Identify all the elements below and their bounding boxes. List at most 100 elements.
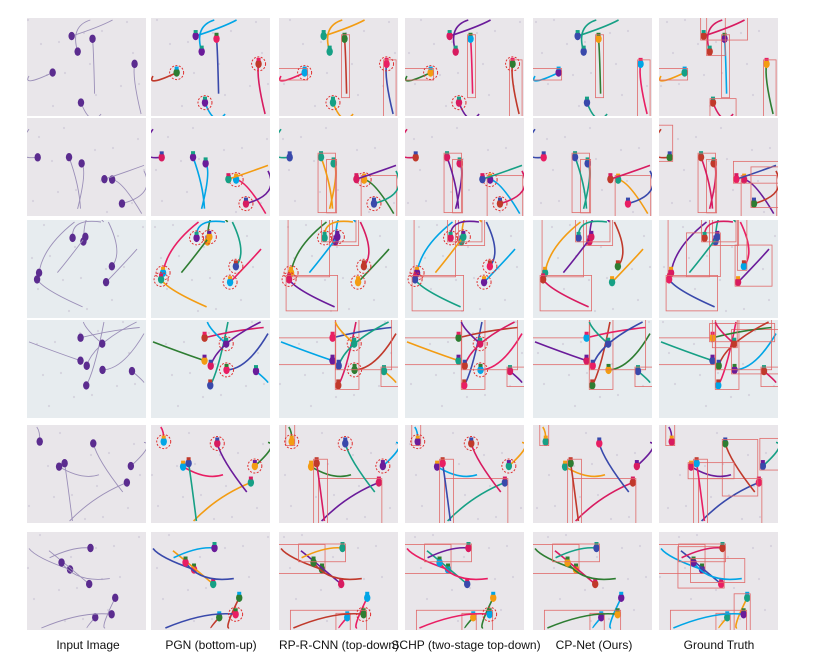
sperm-head — [108, 610, 115, 619]
instance-box — [321, 220, 357, 243]
sperm-midpiece — [174, 66, 179, 70]
sperm-midpiece — [732, 337, 737, 341]
sperm-tail — [680, 550, 722, 585]
instance-box — [313, 458, 328, 523]
instance-box — [506, 366, 524, 388]
sperm-midpiece — [606, 363, 611, 367]
sperm-head — [83, 381, 90, 390]
sperm-midpiece — [226, 173, 231, 177]
instance-box — [659, 544, 706, 574]
sperm-tail — [627, 170, 652, 205]
instance-box — [543, 609, 622, 630]
instance-box — [461, 320, 519, 371]
sperm-tail — [673, 612, 744, 629]
sperm-midpiece — [354, 173, 359, 177]
instance-box — [341, 34, 350, 99]
tile-background — [659, 18, 778, 116]
caption-cpnet: CP-Net (Ours) — [555, 638, 633, 652]
sperm-midpiece — [619, 591, 624, 595]
tile-gt-row-3 — [659, 220, 778, 318]
sperm-head — [310, 558, 317, 567]
tile-schp-row-4 — [405, 320, 524, 418]
sperm-tail — [58, 466, 100, 477]
sperm-tail — [406, 341, 459, 362]
sperm-head — [65, 152, 73, 162]
error-circle — [329, 229, 345, 245]
sperm-head — [326, 47, 333, 56]
sperm-head — [701, 233, 708, 243]
instance-box — [405, 68, 435, 81]
sperm-head — [214, 439, 221, 448]
sperm-midpiece — [208, 379, 213, 383]
sperm-midpiece — [161, 435, 166, 439]
sperm-midpiece — [335, 230, 340, 234]
sperm-midpiece — [202, 354, 207, 358]
tile-rprcnn-row-3 — [279, 220, 398, 318]
sperm-midpiece — [456, 331, 461, 335]
sperm-midpiece — [208, 359, 213, 363]
sperm-tail — [564, 465, 606, 478]
instance-box — [687, 462, 735, 480]
sperm-tail — [562, 236, 592, 274]
sperm-midpiece — [446, 563, 451, 567]
sperm-midpiece — [543, 435, 548, 439]
sperm-tail — [373, 170, 398, 205]
sperm-tail — [332, 326, 392, 339]
instance-box — [575, 220, 611, 243]
sperm-midpiece — [468, 32, 473, 36]
sperm-head — [35, 268, 43, 278]
sperm-head — [721, 34, 728, 43]
sperm-tail — [483, 248, 516, 283]
sperm-midpiece — [440, 457, 445, 461]
error-circle — [410, 434, 426, 450]
sperm-head — [486, 610, 493, 619]
sperm-midpiece — [212, 541, 217, 545]
tile-input-row-6 — [27, 532, 146, 630]
instance-box — [721, 439, 759, 497]
sperm-midpiece — [228, 276, 233, 280]
tile-background — [151, 425, 270, 523]
sperm-head — [447, 233, 454, 243]
instance-box — [318, 478, 383, 523]
sperm-midpiece — [161, 266, 166, 270]
sperm-midpiece — [330, 96, 335, 100]
sperm-head — [697, 152, 705, 162]
sperm-head — [123, 478, 131, 487]
sperm-head — [477, 339, 484, 348]
sperm-tail — [762, 441, 778, 467]
sperm-midpiece — [599, 611, 604, 615]
sperm-head — [690, 558, 697, 567]
tile-pgn-row-6 — [151, 532, 270, 630]
sperm-head — [452, 47, 459, 56]
sperm-midpiece — [456, 354, 461, 358]
sperm-tail — [434, 236, 464, 274]
sperm-midpiece — [159, 151, 164, 155]
instance-box — [740, 175, 778, 216]
sperm-head — [427, 68, 434, 77]
sperm-midpiece — [716, 359, 721, 363]
sperm-midpiece — [715, 230, 720, 234]
tile-background — [27, 18, 146, 116]
sperm-tail — [151, 71, 177, 82]
sperm-head — [321, 233, 328, 243]
tile-schp-row-2 — [405, 118, 524, 216]
tile-input-row-3 — [27, 220, 146, 318]
sperm-tail — [320, 481, 380, 522]
instance-box — [447, 220, 483, 243]
sperm-midpiece — [340, 541, 345, 545]
sperm-midpiece — [541, 273, 546, 277]
error-circle — [228, 606, 244, 622]
sperm-midpiece — [491, 591, 496, 595]
sperm-head — [555, 68, 562, 77]
sperm-midpiece — [691, 556, 696, 560]
tile-cpnet-row-6 — [533, 532, 652, 630]
instance-box — [380, 366, 398, 388]
sperm-tail — [737, 248, 770, 283]
sperm-midpiece — [215, 437, 220, 441]
sperm-head — [329, 333, 336, 342]
error-circle — [337, 435, 353, 451]
sperm-head — [160, 437, 167, 446]
instance-box — [509, 59, 523, 116]
instance-box — [317, 152, 336, 214]
caption-gt: Ground Truth — [683, 638, 755, 652]
